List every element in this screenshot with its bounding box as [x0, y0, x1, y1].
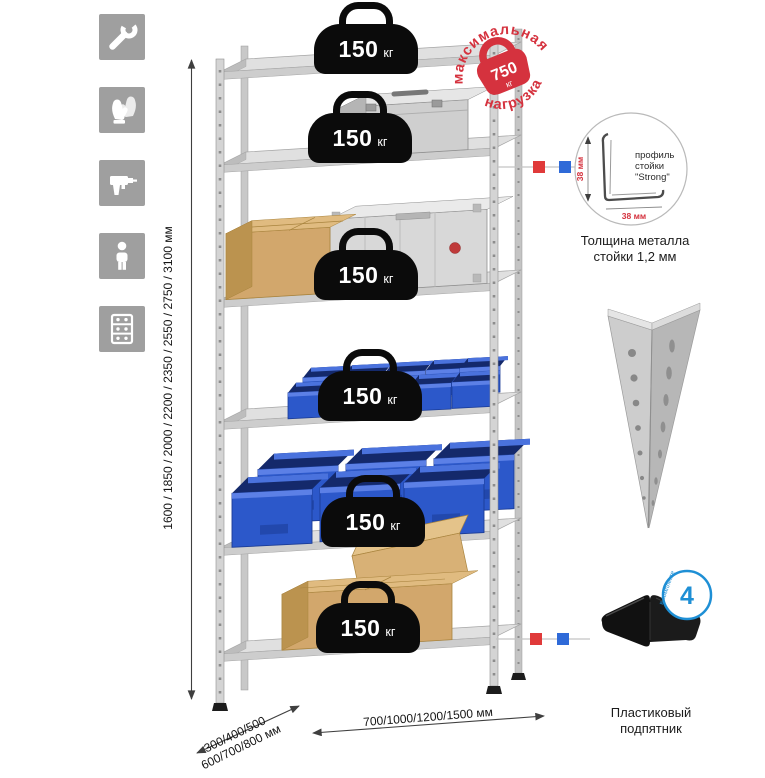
person-icon [116, 241, 128, 270]
rack-icon [110, 313, 134, 345]
load-unit: кг [385, 624, 396, 639]
kettlebell-handle [339, 2, 393, 29]
load-value: 150 [340, 614, 381, 641]
angle-post-image [607, 302, 701, 529]
sidebar-item-tools [99, 14, 145, 60]
callout-bottom [496, 633, 590, 645]
load-unit: кг [383, 271, 394, 286]
load-unit: кг [383, 45, 394, 60]
load-value: 150 [345, 508, 386, 535]
kettlebell-handle [339, 228, 393, 255]
profile-dim-side: 38 мм [575, 157, 585, 181]
profile-dim-bottom: 38 мм [622, 211, 646, 221]
wrench-icon [109, 21, 138, 50]
cardboard-box-shelf3 [225, 213, 357, 301]
stamp-unit: кг [504, 78, 514, 90]
sidebar-item-drill [99, 160, 145, 206]
included-count: 4 [680, 582, 694, 610]
red-marker-bottom [530, 633, 542, 645]
kettlebell-handle [343, 349, 397, 376]
included-count-badge: 4 в комплекте [658, 569, 713, 621]
foot-caption: Пластиковый подпятник [610, 705, 692, 737]
shelf-load-badge-5: 150 кг [321, 475, 425, 547]
height-dimension-label: 1600 / 1850 / 2000 / 2200 / 2350 / 2550 … [161, 226, 175, 530]
load-value: 150 [338, 35, 379, 62]
sidebar-item-gloves [99, 87, 145, 133]
load-unit: кг [377, 134, 388, 149]
shelf-load-badge-4: 150 кг [318, 349, 422, 421]
shelf-load-badge-3: 150 кг [314, 228, 418, 300]
profile-detail-circle: 38 мм 38 мм профиль стойки "Strong" [574, 112, 688, 226]
kettlebell-handle [333, 91, 387, 118]
sidebar-item-rack [99, 306, 145, 352]
blue-marker-bottom [557, 633, 569, 645]
drill-icon [110, 176, 137, 195]
red-marker-top [533, 161, 545, 173]
callout-top [498, 161, 585, 173]
profile-label-1: профиль [635, 150, 674, 161]
rack-feet [212, 673, 526, 711]
shelf-load-badge-6: 150 кг [316, 581, 420, 653]
load-value: 150 [332, 124, 373, 151]
sidebar-item-person [99, 233, 145, 279]
kettlebell-handle [346, 475, 400, 502]
glove-icon [112, 96, 136, 124]
load-value: 150 [342, 382, 383, 409]
profile-label-3: "Strong" [635, 172, 670, 183]
blue-marker-top [559, 161, 571, 173]
max-load-stamp: максимальная нагрузка 750 кг [436, 6, 554, 123]
shelf-load-badge-2: 150 кг [308, 91, 412, 163]
kettlebell-handle [341, 581, 395, 608]
shelf-load-badge-1: 150 кг [314, 2, 418, 74]
load-unit: кг [387, 392, 398, 407]
dimension-arrows [187, 59, 545, 754]
profile-label-2: стойки [635, 161, 664, 172]
stamp-kettlebell: 750 кг [476, 37, 531, 95]
load-unit: кг [390, 518, 401, 533]
profile-caption: Толщина металла стойки 1,2 мм [580, 233, 690, 265]
load-value: 150 [338, 261, 379, 288]
